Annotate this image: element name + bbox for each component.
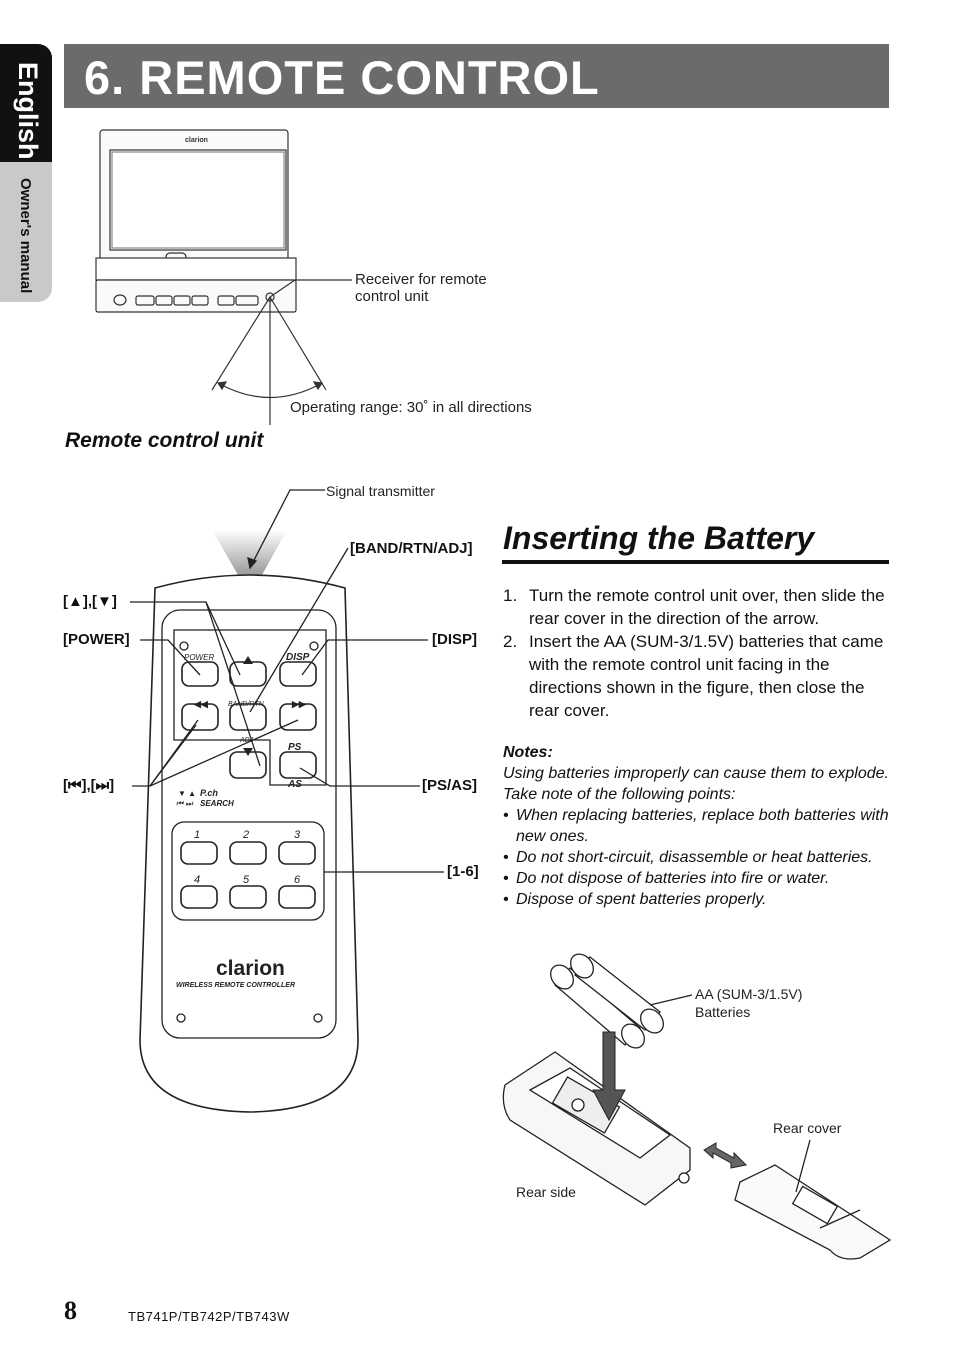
- callout-seek: [⏮],[⏭]: [63, 777, 115, 794]
- side-tab-language-block: [0, 44, 52, 162]
- remote-as-label: AS: [287, 779, 302, 790]
- manual-label: Owner's manual: [17, 178, 34, 294]
- callout-disp: [DISP]: [432, 631, 477, 648]
- title-bar: [64, 44, 889, 108]
- svg-text:◀◀: ◀◀: [193, 699, 209, 709]
- remote-key-2: 2: [242, 829, 249, 841]
- step-1: 1. Turn the remote control unit over, th…: [503, 584, 893, 630]
- receiver-brand: clarion: [185, 137, 208, 144]
- remote-key-5: 5: [243, 874, 250, 886]
- signal-transmitter-label: Signal transmitter: [326, 483, 435, 499]
- svg-text:▼ ▲: ▼ ▲: [178, 789, 196, 798]
- battery-steps: 1. Turn the remote control unit over, th…: [503, 584, 893, 722]
- callout-presets: [1-6]: [447, 863, 479, 880]
- operating-range-label: Operating range: 30˚ in all directions: [290, 399, 532, 416]
- step-2: 2. Insert the AA (SUM-3/1.5V) batteries …: [503, 630, 893, 722]
- callout-ps-as: [PS/AS]: [422, 777, 478, 794]
- remote-key-3: 3: [294, 829, 301, 841]
- batteries-label-line2: Batteries: [695, 1004, 751, 1020]
- rear-side-label: Rear side: [516, 1184, 576, 1200]
- remote-band-label: BAND/RTN: [228, 701, 265, 708]
- step-2-text: Insert the AA (SUM-3/1.5V) batteries tha…: [529, 632, 884, 720]
- step-1-text: Turn the remote control unit over, then …: [529, 586, 885, 628]
- notes-block: Notes: Using batteries improperly can ca…: [503, 742, 893, 910]
- callout-power: [POWER]: [63, 631, 130, 648]
- heading-rule: [502, 560, 889, 564]
- remote-pch-label: P.ch: [200, 788, 218, 798]
- note-item: •Do not short-circuit, disassemble or he…: [503, 849, 873, 866]
- note-item: •Dispose of spent batteries properly.: [503, 891, 767, 908]
- notes-title: Notes:: [503, 744, 553, 761]
- page-title: 6. REMOTE CONTROL: [84, 51, 600, 104]
- remote-disp-label: DISP: [286, 652, 310, 663]
- model-code: TB741P/TB742P/TB743W: [128, 1309, 290, 1324]
- callout-band-rtn-adj: [BAND/RTN/ADJ]: [350, 540, 473, 557]
- note-item: •Do not dispose of batteries into fire o…: [503, 870, 830, 887]
- remote-key-4: 4: [194, 874, 200, 886]
- remote-tagline: WIRELESS REMOTE CONTROLLER: [176, 982, 295, 989]
- language-label: English: [13, 62, 43, 160]
- receiver-label-line2: control unit: [355, 288, 429, 305]
- rear-cover-label: Rear cover: [773, 1120, 842, 1136]
- remote-key-1: 1: [194, 829, 200, 841]
- step-2-number: 2.: [503, 632, 518, 651]
- notes-intro: Using batteries improperly can cause the…: [503, 765, 889, 803]
- svg-text:▶▶: ▶▶: [291, 699, 307, 709]
- inserting-battery-heading: Inserting the Battery: [503, 520, 815, 556]
- remote-ps-label: PS: [288, 742, 302, 753]
- receiver-label-line1: Receiver for remote: [355, 271, 487, 288]
- page-number: 8: [64, 1296, 77, 1325]
- step-1-number: 1.: [503, 586, 518, 605]
- remote-search-label: SEARCH: [200, 799, 234, 808]
- note-item: •When replacing batteries, replace both …: [503, 807, 889, 845]
- remote-power-label: POWER: [184, 653, 214, 662]
- callout-up-down: [▲],[▼]: [63, 593, 117, 610]
- remote-key-6: 6: [294, 874, 301, 886]
- svg-text:⏮ ⏭: ⏮ ⏭: [176, 799, 194, 808]
- remote-brand: clarion: [216, 957, 285, 980]
- remote-adj-label: ADJ: [239, 737, 254, 744]
- batteries-label-line1: AA (SUM-3/1.5V): [695, 986, 803, 1002]
- remote-control-unit-heading: Remote control unit: [65, 429, 264, 452]
